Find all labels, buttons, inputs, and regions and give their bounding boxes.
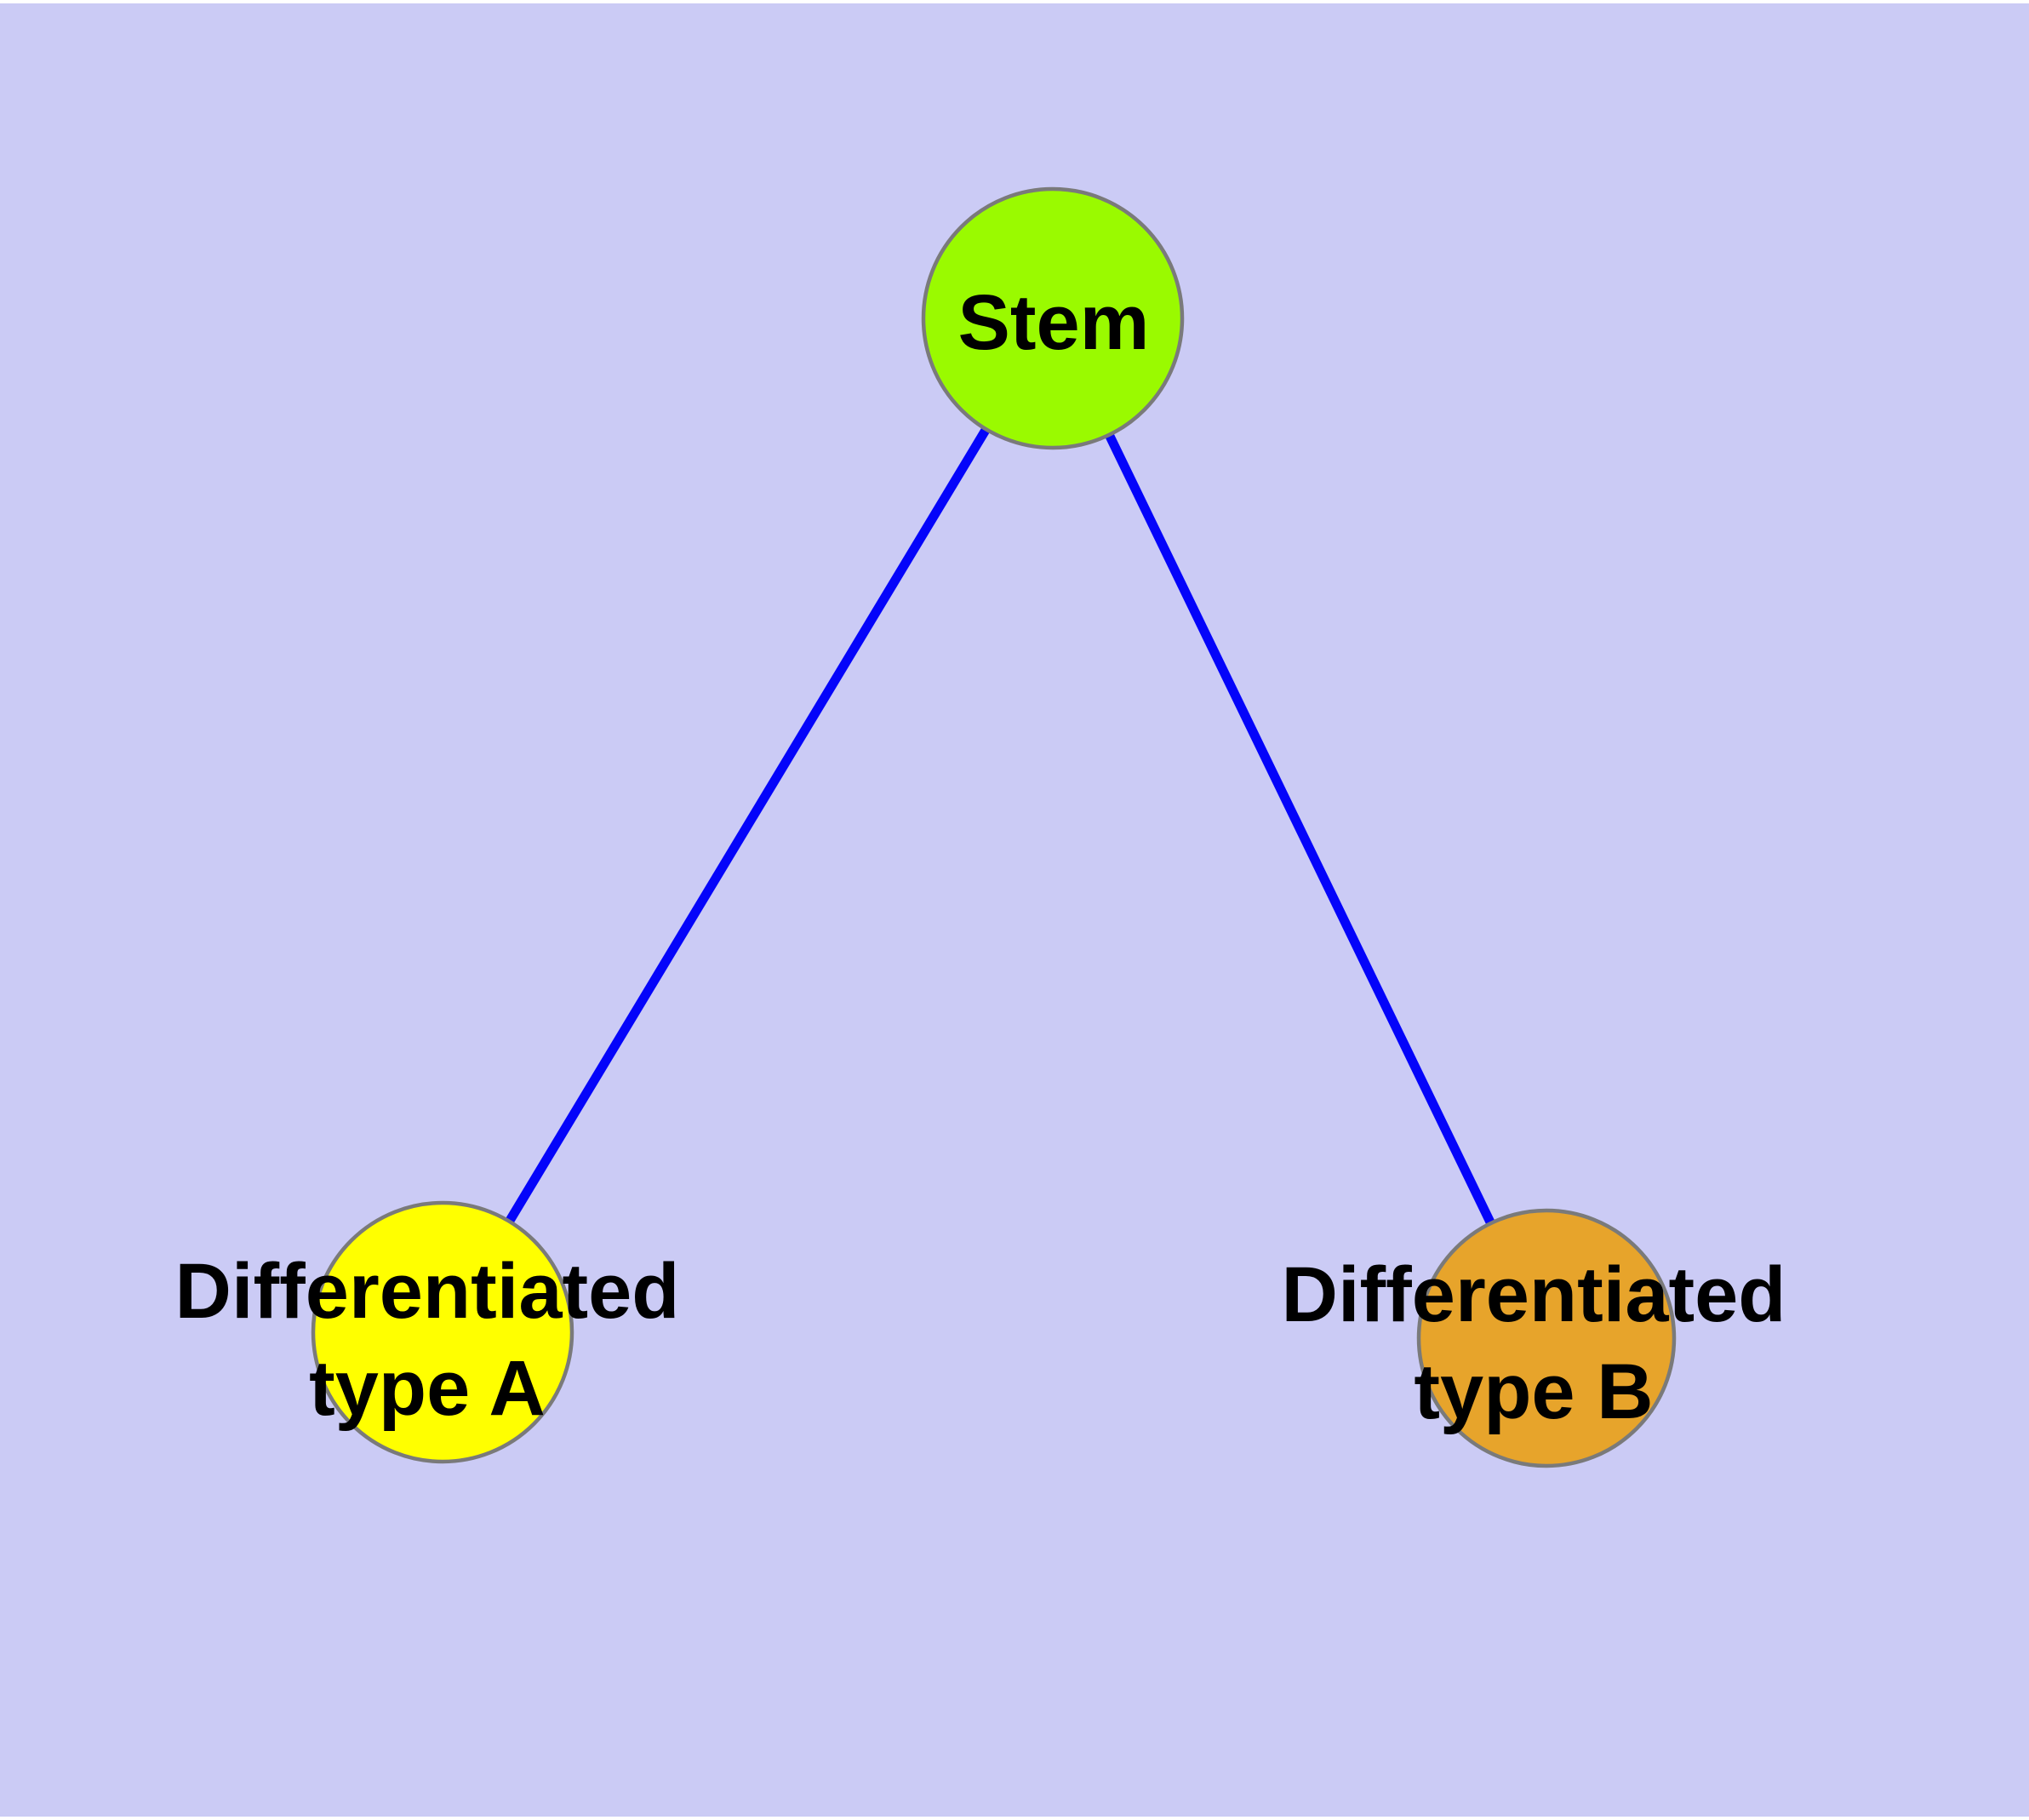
node-type-a-label-line2: type A <box>309 1345 546 1432</box>
node-differentiated-type-b: Differentiated type B <box>1282 1208 1786 1468</box>
edge-stem-to-type-b <box>1049 316 1551 1341</box>
node-type-a-label-line1: Differentiated <box>175 1248 680 1335</box>
node-type-b-circle <box>1416 1208 1677 1468</box>
node-differentiated-type-a: Differentiated type A <box>175 1200 680 1464</box>
node-stem: Stem <box>921 186 1185 450</box>
node-type-b-label-line2: type B <box>1414 1348 1653 1435</box>
edge-stem-to-type-a <box>438 316 1057 1335</box>
node-stem-label: Stem <box>958 279 1150 366</box>
node-type-a-circle <box>311 1200 574 1464</box>
node-type-b-label-line1: Differentiated <box>1282 1251 1786 1338</box>
node-stem-circle <box>921 186 1185 450</box>
